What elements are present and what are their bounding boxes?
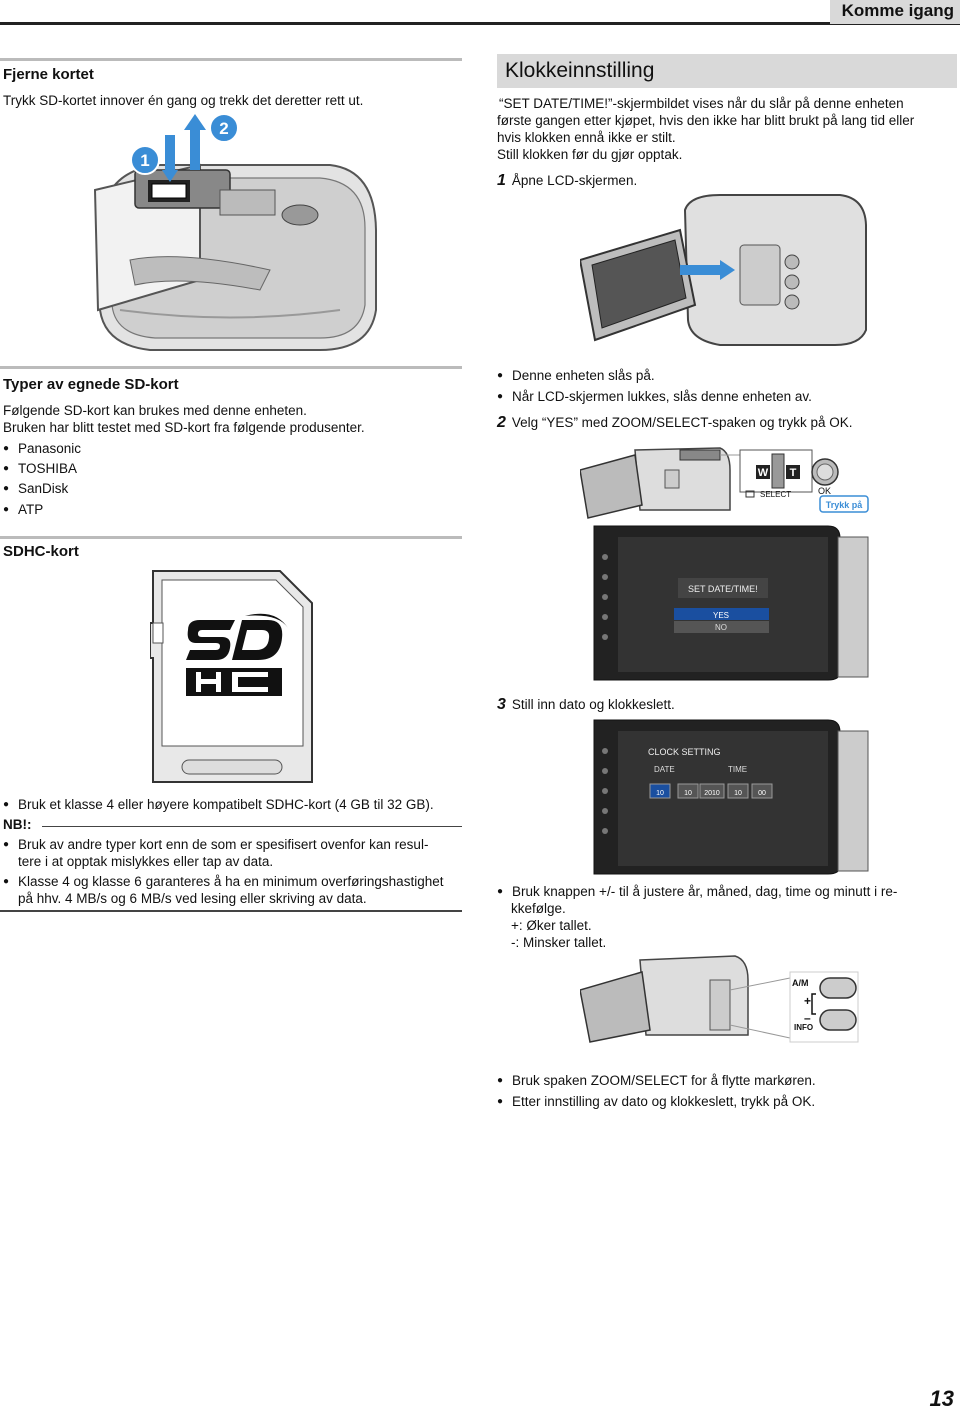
clock-value: 10 [684, 790, 692, 797]
nb-item-1a: Bruk av andre typer kort enn de som er s… [3, 836, 428, 853]
sd-types-title: Typer av egnede SD-kort [3, 376, 179, 393]
time-label: TIME [728, 765, 747, 774]
plus-button [819, 977, 857, 999]
step-2-text: Velg “YES” med ZOOM/SELECT-spaken og try… [511, 415, 853, 430]
step-1-text: Åpne LCD-skjermen. [511, 173, 638, 188]
clock-setting-title: Klokkeinnstilling [497, 54, 957, 88]
sdhc-title: SDHC-kort [3, 543, 79, 560]
clock-field-hour [727, 783, 749, 799]
clock-value: 00 [758, 790, 766, 797]
plus-label: + [804, 994, 811, 1008]
step-1-number: 1 [497, 172, 506, 189]
clock-bullet-4: Bruk spaken ZOOM/SELECT for å flytte mar… [497, 1072, 816, 1089]
nb-bottom-rule [0, 910, 462, 912]
clock-bullet-3a: Bruk knappen +/- til å justere år, måned… [497, 883, 897, 900]
clock-field-day [677, 783, 699, 799]
nb-item-2a: Klasse 4 og klasse 6 garanteres å ha en … [3, 873, 443, 890]
maker-item: Panasonic [3, 440, 81, 457]
sdhc-logo [186, 613, 288, 696]
clock-field-minute [751, 783, 773, 799]
clock-value: 2010 [704, 790, 720, 797]
ok-label: OK [818, 486, 831, 496]
nb-rule [42, 826, 462, 827]
maker-item: ATP [3, 501, 43, 518]
step-3-number: 3 [497, 696, 506, 713]
zoom-select-illustration: W T SELECT OK Trykk på [580, 447, 869, 519]
clock-bullet-5: Etter innstilling av dato og klokkeslett… [497, 1093, 815, 1110]
clock-field-month [649, 783, 671, 799]
clock-field-year [699, 783, 725, 799]
section-rule [0, 58, 462, 61]
minus-explanation: -: Minsker tallet. [511, 935, 607, 950]
press-callout: Trykk på [826, 500, 864, 510]
sd-types-intro-2: Bruken har blitt testet med SD-kort fra … [3, 420, 365, 435]
remove-card-text: Trykk SD-kortet innover én gang og trekk… [3, 93, 364, 108]
info-label: INFO [794, 1023, 813, 1032]
zoom-t-label: T [790, 467, 797, 479]
maker-item: TOSHIBA [3, 460, 77, 477]
page-number: 13 [929, 1386, 954, 1411]
set-date-title: SET DATE/TIME! [688, 584, 758, 594]
section-tab: Komme igang [830, 0, 960, 24]
step-2-number: 2 [497, 414, 506, 431]
lcd-set-date-screen: SET DATE/TIME! YES NO [593, 525, 869, 681]
clock-bullet-1: Denne enheten slås på. [497, 367, 655, 384]
clock-intro-3: hvis klokken ennå ikke er stilt. [497, 130, 676, 145]
clock-intro-2: første gangen etter kjøpet, hvis den ikk… [497, 113, 915, 128]
plus-explanation: +: Øker tallet. [511, 918, 592, 933]
clock-value: 10 [656, 790, 664, 797]
clock-setting-title: CLOCK SETTING [648, 747, 721, 757]
section-rule [0, 536, 462, 539]
zoom-t-key [786, 465, 800, 479]
minus-button [819, 1009, 857, 1031]
sdhc-card-illustration [150, 570, 313, 783]
step-2: 2 Velg “YES” med ZOOM/SELECT-spaken og tr… [497, 414, 853, 431]
no-option [674, 621, 769, 633]
clock-intro-1: “SET DATE/TIME!”-skjermbildet vises når … [499, 96, 904, 111]
yes-option [674, 608, 769, 620]
step-1-badge-label: 1 [140, 151, 149, 170]
step-1-badge [130, 145, 160, 175]
nb-label: NB!: [3, 817, 32, 832]
clock-value: 10 [734, 790, 742, 797]
yes-label: YES [713, 611, 729, 620]
zoom-w-key [756, 465, 770, 479]
am-label: A/M [792, 978, 809, 988]
minus-label: – [804, 1011, 811, 1025]
step-2-badge-label: 2 [219, 119, 228, 138]
zoom-w-label: W [758, 467, 769, 479]
select-label: SELECT [760, 490, 791, 499]
sd-types-intro-1: Følgende SD-kort kan brukes med denne en… [3, 403, 307, 418]
remove-card-title: Fjerne kortet [3, 66, 94, 83]
date-label: DATE [654, 765, 675, 774]
lcd-clock-setting-screen: CLOCK SETTING DATE TIME 10 10 2010 10 00 [593, 719, 869, 875]
header-rule [0, 22, 960, 25]
no-label: NO [715, 623, 727, 632]
clock-intro-4: Still klokken før du gjør opptak. [497, 147, 683, 162]
plus-minus-buttons-illustration: A/M + – INFO [580, 955, 859, 1043]
section-rule [0, 366, 462, 369]
camcorder-card-illustration: 1 2 [93, 113, 377, 351]
nb-item-1b: tere i at opptak mislykkes eller tap av … [18, 854, 274, 869]
sdhc-bullet: Bruk et klasse 4 eller høyere kompatibel… [3, 796, 434, 813]
step-3: 3 Still inn dato og klokkeslett. [497, 696, 675, 713]
clock-bullet-3b: kkefølge. [511, 901, 566, 916]
select-icon [745, 490, 755, 498]
nb-item-2b: på hhv. 4 MB/s og 6 MB/s ved lesing elle… [18, 891, 367, 906]
open-lcd-illustration [580, 194, 867, 346]
clock-bullet-2: Når LCD-skjermen lukkes, slås denne enhe… [497, 388, 812, 405]
step-3-text: Still inn dato og klokkeslett. [511, 697, 675, 712]
step-2-badge [209, 113, 239, 143]
step-1: 1 Åpne LCD-skjermen. [497, 172, 637, 189]
maker-item: SanDisk [3, 480, 68, 497]
